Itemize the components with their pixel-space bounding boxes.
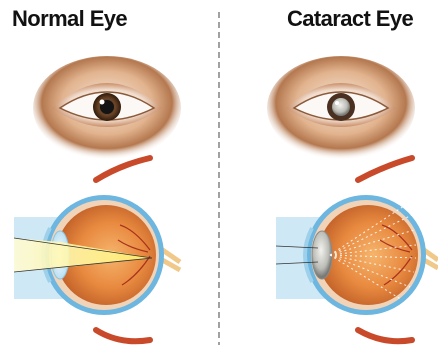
normal-eye-external — [33, 56, 181, 160]
cataract-eye-external — [267, 56, 415, 160]
normal-eye-cross-section — [14, 158, 180, 341]
cataract-eye-cross-section — [276, 158, 438, 341]
